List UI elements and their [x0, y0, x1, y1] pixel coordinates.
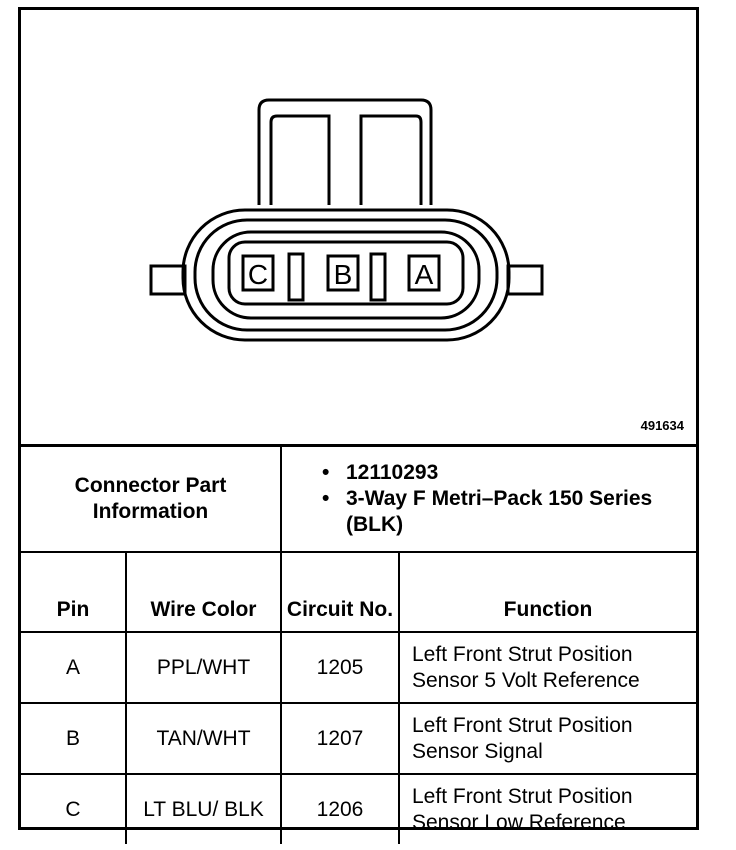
circuit-cell: 1205 — [280, 631, 400, 704]
divider — [21, 444, 696, 447]
connector-type: 3-Way F Metri–Pack 150 Series (BLK) — [322, 486, 696, 538]
wire-color-cell: TAN/WHT — [125, 702, 282, 775]
connector-figure: C B A 491634 — [21, 10, 696, 444]
pinout-table: Connector Part Information 12110293 3-Wa… — [21, 447, 696, 844]
wire-color-cell: LT BLU/ BLK — [125, 773, 282, 844]
pin-cell: B — [21, 702, 127, 775]
connector-chart: C B A 491634 Connector Part Information … — [18, 7, 699, 844]
connector-info-label: Connector Part Information — [21, 447, 282, 553]
pin-label-b: B — [334, 259, 353, 290]
circuit-cell: 1206 — [280, 773, 400, 844]
pin-label-a: A — [415, 259, 434, 290]
connector-part-number: 12110293 — [322, 460, 696, 486]
function-cell: Left Front Strut Position Sensor 5 Volt … — [398, 631, 696, 704]
connector-drawing: C B A — [149, 98, 544, 342]
pin-cell: A — [21, 631, 127, 704]
header-wire-color: Wire Color — [125, 551, 282, 633]
header-pin: Pin — [21, 551, 127, 633]
header-function: Function — [398, 551, 696, 633]
table-row: B TAN/WHT 1207 Left Front Strut Position… — [21, 702, 696, 775]
function-cell: Left Front Strut Position Sensor Signal — [398, 702, 696, 775]
table-row: C LT BLU/ BLK 1206 Left Front Strut Posi… — [21, 773, 696, 844]
connector-info-list: 12110293 3-Way F Metri–Pack 150 Series (… — [280, 447, 696, 553]
wire-color-cell: PPL/WHT — [125, 631, 282, 704]
pin-label-c: C — [248, 259, 268, 290]
table-row: A PPL/WHT 1205 Left Front Strut Position… — [21, 631, 696, 704]
header-circuit: Circuit No. — [280, 551, 400, 633]
pin-cell: C — [21, 773, 127, 844]
figure-id: 491634 — [640, 418, 684, 433]
circuit-cell: 1207 — [280, 702, 400, 775]
function-cell: Left Front Strut Position Sensor Low Ref… — [398, 773, 696, 844]
